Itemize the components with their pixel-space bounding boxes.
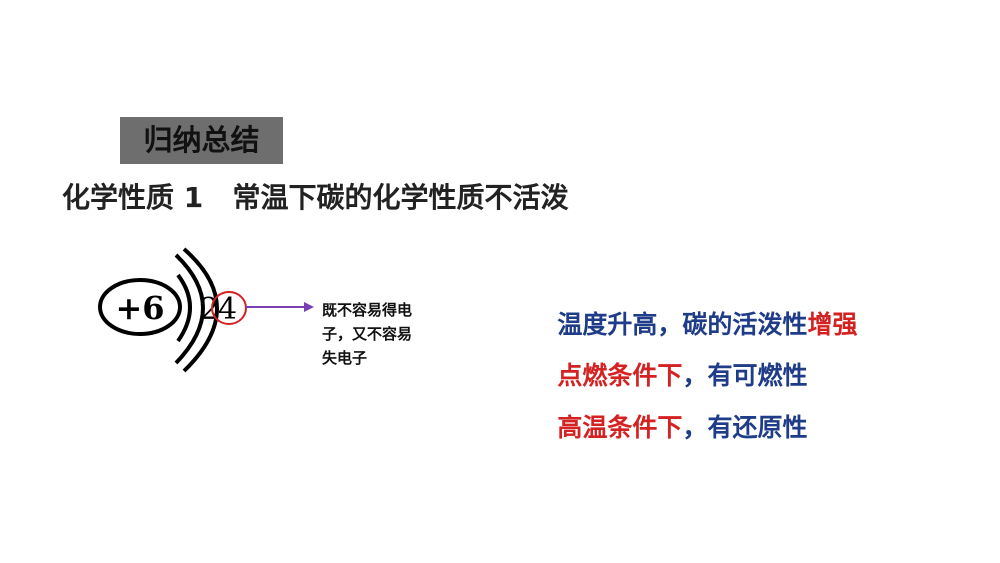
text-segment: 增强 xyxy=(807,310,858,339)
heading: 化学性质 1 常温下碳的化学性质不活泼 xyxy=(62,181,569,214)
text-segment: 点燃条件下 xyxy=(557,361,683,390)
carbon-atom-diagram: +6 2 4 xyxy=(98,247,314,373)
text-segment: ，有可燃性 xyxy=(682,361,808,390)
property-line-2: 点燃条件下，有可燃性 xyxy=(540,327,807,392)
text-segment: 温度升高，碳的活泼性 xyxy=(557,310,808,339)
note-line: 既不容易得电 xyxy=(322,301,413,319)
shell-arc-2 xyxy=(174,253,205,365)
text-segment: 高温条件下 xyxy=(557,413,683,442)
electron-note: 既不容易得电 子，又不容易 失电子 xyxy=(322,298,452,370)
note-line: 子，又不容易 xyxy=(322,325,413,343)
shell-arc-1 xyxy=(176,273,192,343)
summary-badge: 归纳总结 xyxy=(120,117,283,164)
nucleus-ellipse xyxy=(98,278,182,336)
property-line-1: 温度升高，碳的活泼性增强 xyxy=(540,276,857,341)
shell2-electrons: 4 xyxy=(218,292,237,327)
shell-arc-3 xyxy=(182,247,219,373)
text-segment: ，有还原性 xyxy=(682,413,808,442)
arrow-head xyxy=(304,302,314,312)
nucleus-charge: +6 xyxy=(115,289,164,327)
property-line-3: 高温条件下，有还原性 xyxy=(540,379,807,444)
note-line: 失电子 xyxy=(322,349,368,367)
